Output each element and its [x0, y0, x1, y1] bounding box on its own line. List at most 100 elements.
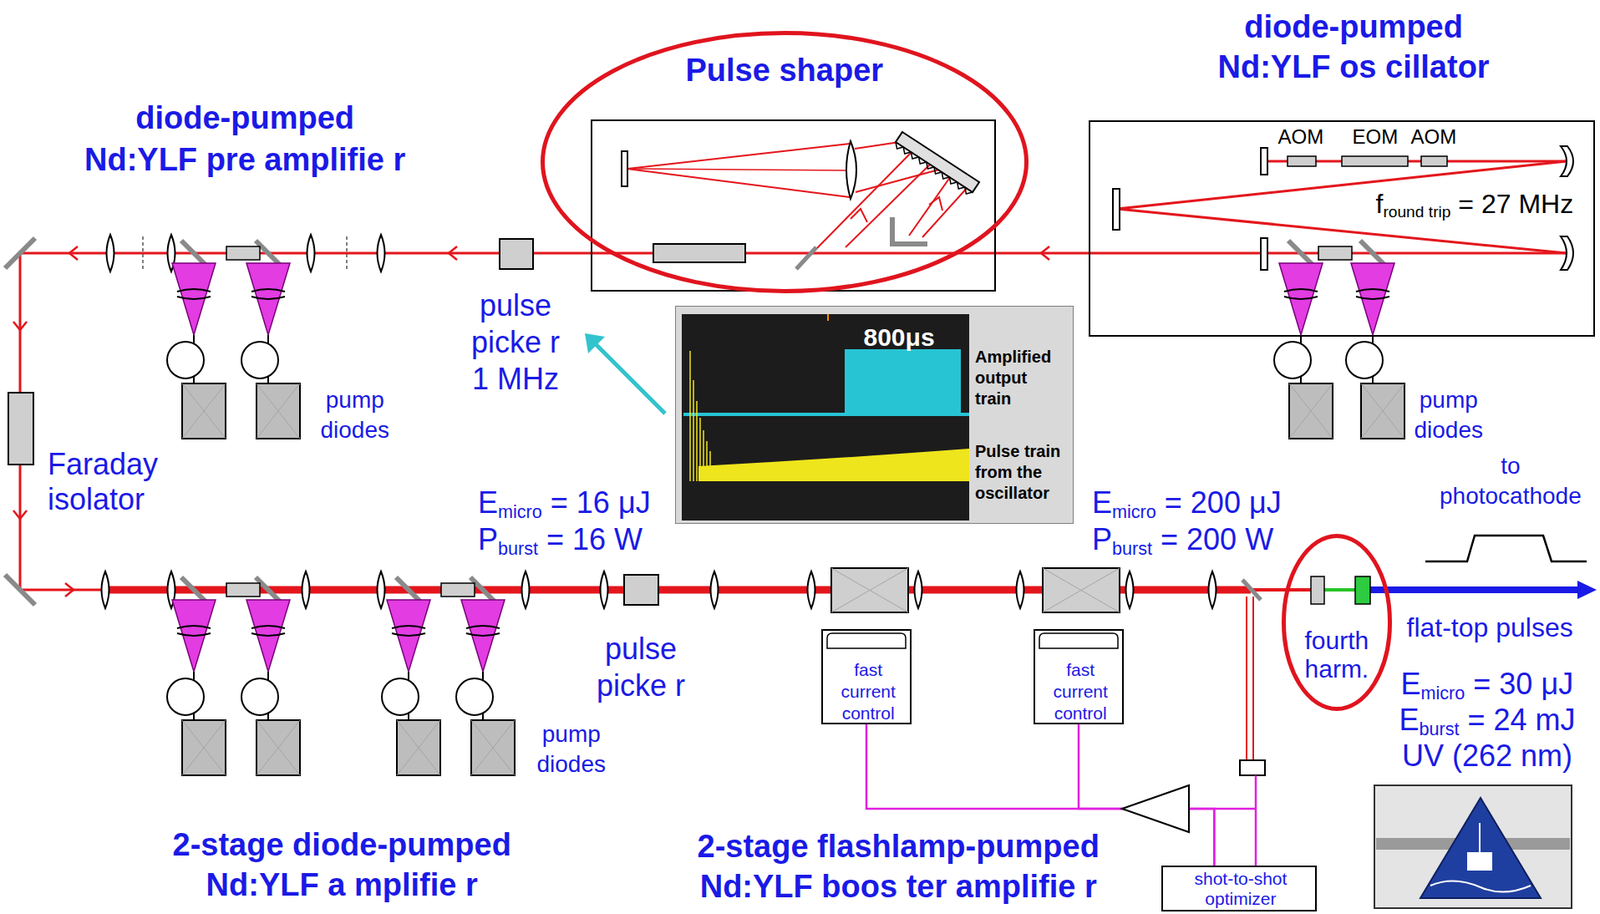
- oscilloscope-trace: [695, 401, 698, 482]
- annotation-label: Emicro = 16 μJ: [477, 485, 651, 520]
- pulse-shaper-optics: [895, 132, 980, 193]
- lens: [711, 571, 719, 609]
- pump-head: [241, 240, 300, 439]
- oscillator-optics: [1560, 236, 1574, 270]
- node-text: Amplified output train: [975, 346, 1052, 410]
- beam-arrows: [448, 246, 458, 260]
- oscilloscope-trace: [844, 349, 961, 415]
- lens: [377, 234, 386, 272]
- lens: [101, 571, 110, 609]
- pump-head: [241, 577, 300, 776]
- pulse-shaper-optics: [892, 217, 928, 244]
- pulse-picker: [499, 238, 534, 270]
- oscilloscope-trace: [827, 314, 829, 321]
- annotation-label: Emicro = 200 μJ: [1092, 485, 1282, 520]
- oscillator-optics: [1560, 146, 1574, 177]
- lens: [307, 234, 315, 272]
- oscillator-optics: [1112, 146, 1574, 270]
- mirror: [5, 574, 36, 605]
- amplifier-symbol: [1122, 785, 1189, 833]
- logo: [1430, 880, 1531, 892]
- beam-arrows: [65, 583, 74, 597]
- oscilloscope-trace: [706, 441, 708, 482]
- lens: [522, 571, 530, 609]
- laser-beam: [20, 589, 106, 592]
- beam-arrows: [1041, 246, 1050, 260]
- aperture: [142, 236, 144, 270]
- annotation-label: diode-pumped Nd:YLF pre amplifie r: [84, 96, 406, 181]
- beam-arrows: [13, 321, 27, 331]
- faraday-isolator: [8, 392, 34, 465]
- lens: [1208, 571, 1217, 609]
- lens: [914, 571, 923, 609]
- oscilloscope-trace: [702, 430, 705, 482]
- oscillator-optics: [1260, 147, 1268, 175]
- pump-head: [1274, 240, 1333, 439]
- subscript: micro: [1421, 682, 1466, 704]
- box-node: fast current control: [1033, 629, 1124, 725]
- fhg-crystal: [1355, 576, 1371, 605]
- pump-head: [167, 240, 226, 439]
- pulse-shaper-optics: [621, 151, 628, 187]
- oscilloscope-trace: [675, 305, 1074, 524]
- annotation-label: pump diodes: [320, 385, 391, 446]
- box-node: fast current control: [821, 629, 912, 725]
- annotation-label: Eburst = 24 mJ: [1399, 702, 1576, 737]
- laser-beam: [1245, 596, 1248, 761]
- beam-arrows: [13, 246, 1050, 597]
- node-label: 800μs: [863, 323, 935, 353]
- lens: [1016, 571, 1025, 609]
- subscript: round trip: [1382, 203, 1451, 221]
- oscillator-optics: [1287, 156, 1316, 167]
- pulse-shaper-optics: [627, 168, 850, 198]
- power-supply-cap: [1039, 633, 1118, 649]
- booster-rod: [831, 568, 909, 613]
- booster-rod: [831, 568, 1120, 613]
- laser-crystal: [441, 583, 475, 597]
- annotation-label: pulse picke r: [596, 630, 686, 705]
- box-node: diode-pumped Nd:YLF os cillator: [1088, 120, 1595, 337]
- oscilloscope-trace: [683, 412, 970, 417]
- logo: [1420, 797, 1541, 899]
- oscilloscope-trace: [689, 350, 691, 482]
- lens: [377, 571, 386, 609]
- oscilloscope-trace: [709, 451, 712, 482]
- aperture: [345, 236, 348, 270]
- photodetector: [1239, 760, 1265, 776]
- oscilloscope-trace: [699, 417, 701, 482]
- pump-head: [456, 577, 515, 776]
- annotation-label: UV (262 nm): [1401, 738, 1573, 773]
- pulse-shaper-optics: [814, 148, 915, 251]
- subscript: burst: [497, 538, 539, 559]
- annotation-label: Pburst = 200 W: [1092, 522, 1274, 557]
- node-label: diode-pumped Nd:YLF os cillator: [1218, 6, 1490, 87]
- laser-crystal: [226, 246, 1352, 597]
- beam-arrows: [69, 246, 78, 260]
- ellipse-outline: [1284, 536, 1391, 710]
- pulse-shaper-optics: [850, 208, 868, 223]
- box-node: 800μsAmplified output trainPulse train f…: [675, 305, 1074, 524]
- annotation-label: Pburst = 16 W: [477, 522, 643, 557]
- leader-arrow: [584, 333, 605, 354]
- ellipse-node: Pulse shaper: [540, 30, 1029, 294]
- annotation-label: pump diodes: [1414, 385, 1484, 446]
- oscilloscope-trace: [681, 314, 970, 521]
- annotation-label: AOM: [1411, 125, 1458, 149]
- laser-beam: [20, 161, 1597, 761]
- node-label: fast current control: [1053, 659, 1108, 725]
- pulse-shaper-optics: [796, 247, 817, 270]
- oscillator-optics: [1341, 156, 1408, 167]
- pulse-shaper-optics: [627, 168, 850, 171]
- pulse-shaper-optics: [922, 185, 970, 238]
- ellipse-outline: [1281, 533, 1392, 712]
- signal-wire: [1213, 775, 1256, 866]
- lens: [600, 571, 609, 609]
- oscillator-optics: [1260, 238, 1268, 270]
- pulse-shaper-optics: [653, 243, 746, 263]
- laser-crystal: [1318, 246, 1352, 260]
- subscript: burst: [1112, 538, 1153, 559]
- subscript: micro: [497, 501, 543, 523]
- oscilloscope-trace: [690, 350, 711, 482]
- laser-beam: [1577, 580, 1597, 600]
- mirror: [5, 238, 36, 269]
